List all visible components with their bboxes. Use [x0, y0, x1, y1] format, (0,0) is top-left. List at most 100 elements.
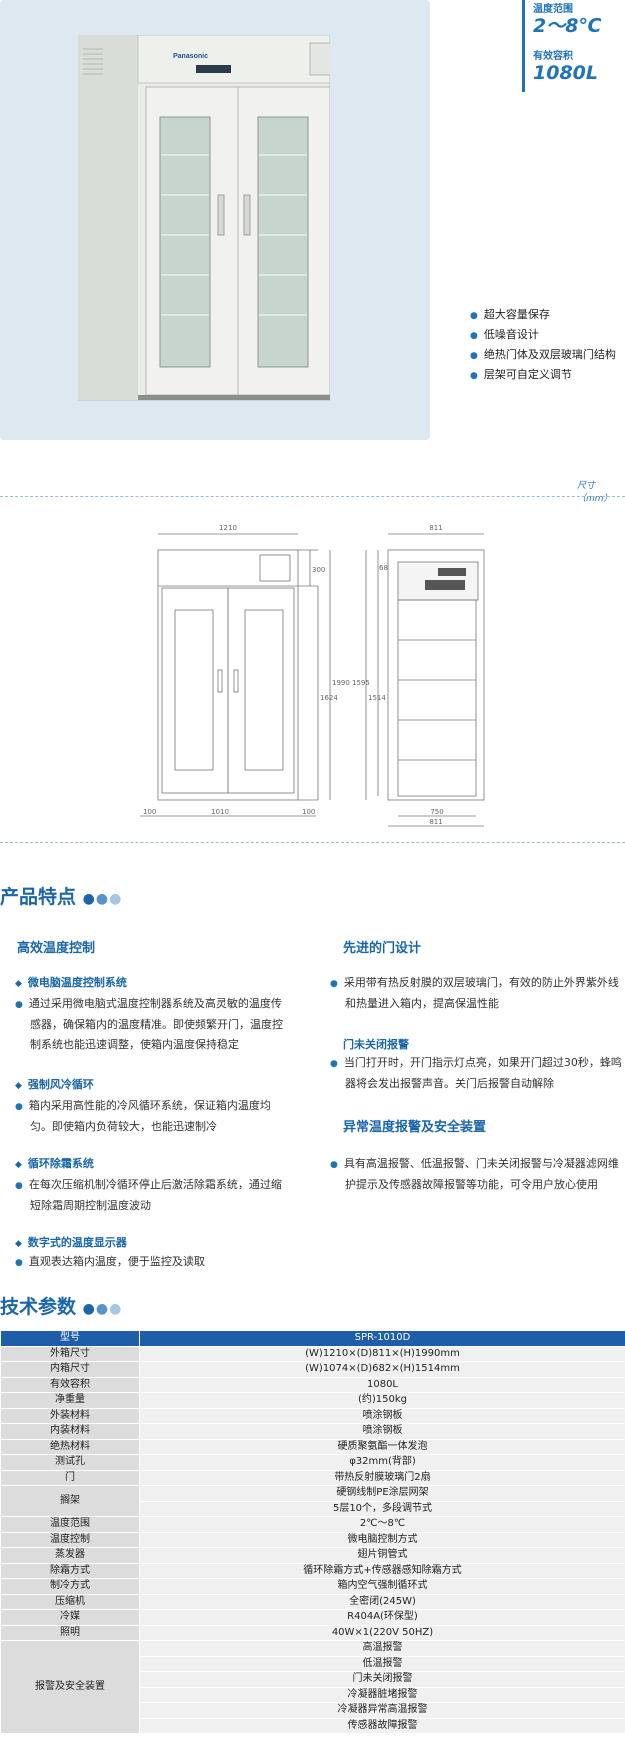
- table-header-key: 型号: [0, 1330, 140, 1347]
- group-body: ●在每次压缩机制冷循环停止后激活除霜系统，通过缩 短除霜周期控制温度波动: [15, 1178, 282, 1212]
- spec-table: 型号 SPR-1010D 外箱尺寸(W)1210×(D)811×(H)1990m…: [0, 1330, 625, 1734]
- table-row: 报警及安全装置高温报警: [0, 1640, 625, 1734]
- table-row: 冷凝器脏堵报警: [1, 1686, 625, 1703]
- bullet-icon: ◆: [15, 1160, 22, 1170]
- dim-front-width: 1210: [219, 524, 237, 532]
- table-header-value: SPR-1010D: [139, 1330, 625, 1347]
- table-row: 外装材料喷涂钢板: [0, 1407, 625, 1424]
- temp-label: 温度范围: [533, 4, 573, 15]
- bullet-icon: ◆: [15, 979, 22, 989]
- heading-door-design: 先进的门设计: [343, 941, 422, 956]
- list-item: ● 低噪音设计: [470, 325, 616, 345]
- feature-text: 层架可自定义调节: [483, 368, 572, 381]
- section-title-text: 技术参数: [0, 1296, 77, 1318]
- bullet-icon: ●: [470, 311, 478, 321]
- table-row: 制冷方式箱内空气强制循环式: [0, 1578, 625, 1595]
- divider: [0, 496, 625, 497]
- dots-icon: ●●●: [82, 891, 123, 907]
- feature-group: ◆数字式的温度显示器 ●直观表达箱内温度，便于监控及读取: [15, 1234, 325, 1273]
- list-item: ● 绝热门体及双层玻璃门结构: [470, 345, 616, 365]
- bullet-icon: ●: [470, 331, 478, 341]
- dim-front-total: 1990: [332, 679, 350, 687]
- feature-group: ◆强制风冷循环 ●箱内采用高性能的冷风循环系统，保证箱内温度均 匀。即使箱内负荷…: [15, 1076, 325, 1137]
- dim-front-top: 300: [312, 566, 325, 574]
- group-title: ◆强制风冷循环: [15, 1078, 94, 1091]
- bullet-icon: ●: [15, 1258, 23, 1268]
- bullet-icon: ◆: [15, 1239, 22, 1249]
- door-alarm-text: ●当门打开时，开门指示灯点亮，如果开门超过30秒，蜂鸣 器将会发出报警声音。关门…: [330, 1056, 622, 1090]
- bullet-icon: ●: [330, 1160, 338, 1170]
- spec-highlights: 温度范围 2～8℃ 有效容积 1080L: [522, 0, 625, 92]
- feature-text: 绝热门体及双层玻璃门结构: [483, 348, 616, 361]
- table-row: 净重量(约)150kg: [0, 1392, 625, 1409]
- dimension-caption: 尺寸（mm）: [577, 481, 613, 504]
- table-row: 内箱尺寸(W)1074×(D)682×(H)1514mm: [0, 1361, 625, 1378]
- feature-text: 低噪音设计: [483, 328, 539, 341]
- table-row: 蒸发器翅片铜管式: [0, 1547, 625, 1564]
- bullet-icon: ●: [15, 1181, 23, 1191]
- capacity-value: 1080L: [533, 62, 598, 84]
- capacity-label: 有效容积: [533, 51, 573, 62]
- front-view: [140, 533, 331, 817]
- table-row: 搁架硬钢线制PE涂层网架: [0, 1485, 625, 1517]
- divider: [0, 842, 625, 843]
- dim-side-depth: 750: [430, 808, 443, 816]
- bullet-icon: ●: [470, 371, 478, 381]
- side-view: [365, 533, 485, 827]
- table-row: 外箱尺寸(W)1210×(D)811×(H)1990mm: [0, 1345, 625, 1362]
- table-row: 温度控制微电脑控制方式: [0, 1531, 625, 1548]
- safety-text: ●具有高温报警、低温报警、门未关闭报警与冷凝器滤网维 护提示及传感器故障报警等功…: [330, 1157, 619, 1191]
- bullet-icon: ●: [15, 1102, 23, 1112]
- group-title: ◆微电脑温度控制系统: [15, 976, 127, 989]
- group-body: ●通过采用微电脑式温度控制器系统及高灵敏的温度传 感器，确保箱内的温度精准。即使…: [15, 997, 283, 1051]
- refrigerator-image: Panasonic: [78, 35, 330, 401]
- dim-side-width-top: 811: [429, 524, 442, 532]
- group-body: ●箱内采用高性能的冷风循环系统，保证箱内温度均 匀。即使箱内负荷较大，也能迅速制…: [15, 1099, 271, 1133]
- dimension-drawing: 1210 100 1010 100 300 1624 1990 811 68 1…: [140, 524, 485, 827]
- heading-safety: 异常温度报警及安全装置: [343, 1120, 487, 1135]
- table-row: 除霜方式循环除霜方式+传感器感知除霜方式: [0, 1562, 625, 1579]
- feature-group: ◆循环除霜系统 ●在每次压缩机制冷循环停止后激活除霜系统，通过缩 短除霜周期控制…: [15, 1155, 325, 1216]
- section-title-specs: 技术参数 ●●●: [0, 1292, 122, 1319]
- table-row: 内装材料喷涂钢板: [0, 1423, 625, 1440]
- dim-side-width-bottom: 811: [429, 818, 442, 826]
- group-title: ◆数字式的温度显示器: [15, 1236, 127, 1249]
- feature-group: ◆微电脑温度控制系统 ●通过采用微电脑式温度控制器系统及高灵敏的温度传 感器，确…: [15, 974, 325, 1055]
- bullet-icon: ●: [330, 979, 338, 989]
- dim-side-body: 1595: [352, 679, 370, 687]
- heading-temp-control: 高效温度控制: [17, 941, 96, 956]
- bullet-icon: ●: [470, 351, 478, 361]
- table-row: 门带热反射膜玻璃门2扇: [0, 1469, 625, 1486]
- dim-front-body: 1624: [320, 694, 338, 702]
- bullet-icon: ●: [330, 1059, 338, 1069]
- dim-side-inner: 1514: [368, 694, 386, 702]
- group-body: ●直观表达箱内温度，便于监控及读取: [15, 1255, 205, 1268]
- list-item: ●超大容量保存: [470, 305, 616, 325]
- dim-front-right: 100: [302, 808, 315, 816]
- table-row: 低温报警: [1, 1655, 625, 1672]
- table-row: 传感器故障报警: [1, 1717, 625, 1734]
- group-title: ◆循环除霜系统: [15, 1157, 94, 1170]
- table-row: 5层10个，多段调节式: [1, 1500, 625, 1517]
- dim-side-top-small: 68: [379, 564, 388, 572]
- section-title-text: 产品特点: [0, 886, 77, 908]
- table-row: 绝热材料硬质聚氨酯一体发泡: [0, 1438, 625, 1455]
- brand-logo: Panasonic: [173, 53, 208, 60]
- list-item: ● 层架可自定义调节: [470, 365, 616, 385]
- table-row: 压缩机全密闭(245W): [0, 1593, 625, 1610]
- dots-icon: ●●●: [82, 1301, 123, 1317]
- feature-bullets: ●超大容量保存 ● 低噪音设计 ● 绝热门体及双层玻璃门结构 ● 层架可自定义调节: [470, 305, 616, 385]
- bullet-icon: ●: [15, 1000, 23, 1010]
- dim-front-left: 100: [143, 808, 156, 816]
- door-text: ●采用带有热反射膜的双层玻璃门，有效的防止外界紫外线 和热量进入箱内，提高保温性…: [330, 976, 619, 1010]
- table-header-row: 型号 SPR-1010D: [0, 1330, 625, 1347]
- door-alarm-title: 门未关闭报警: [343, 1038, 409, 1051]
- table-row: 门未关闭报警: [1, 1671, 625, 1688]
- dim-front-center: 1010: [211, 808, 229, 816]
- section-title-features: 产品特点 ●●●: [0, 882, 122, 909]
